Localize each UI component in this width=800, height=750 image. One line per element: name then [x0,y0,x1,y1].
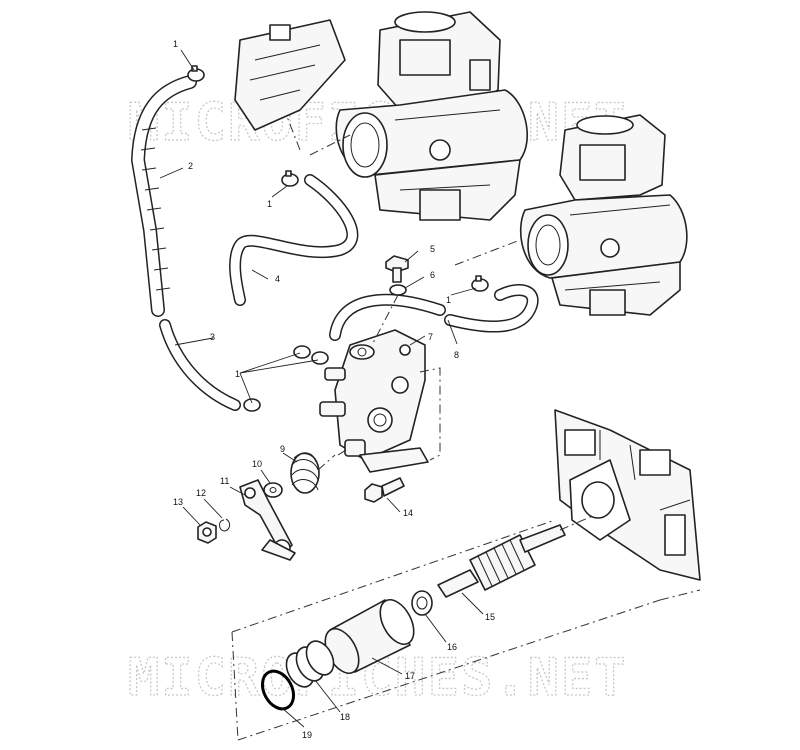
fuel-line-loop [229,174,359,306]
callout-19: 19 [302,730,312,740]
cylinder-head-partial [234,19,346,131]
spring [285,640,335,688]
dash-line [371,294,399,346]
fuel-line-lower [159,319,241,411]
washer [389,284,407,296]
dash-line [309,134,351,156]
hose-clamp [293,345,311,359]
dash-line [559,514,596,531]
hose-clamp [311,351,329,365]
callout-4: 4 [275,274,280,284]
carburetor-lower [519,114,688,316]
hose-clamp [243,398,261,412]
callout-9: 9 [280,444,285,454]
hose-clamp [281,170,299,187]
callout-15: 15 [485,612,495,622]
callout-13: 13 [173,497,183,507]
bushing [324,599,415,674]
fuel-line-right [329,284,539,341]
drive-gear-shaft [437,524,566,598]
oil-pump [319,329,429,473]
return-spring [290,452,336,494]
fuel-line-long [130,75,197,317]
callout-10: 10 [252,459,262,469]
washer [263,482,283,498]
carburetor-upper [335,11,528,221]
callout-12: 12 [196,488,206,498]
nut [197,521,217,544]
crankcase-partial [554,409,701,581]
callout-11: 11 [220,476,229,486]
callout-8: 8 [454,350,459,360]
callout-1: 1 [235,369,240,379]
mounting-bolt [364,477,405,503]
o-ring [260,669,296,711]
dash-line [419,367,441,461]
callout-1: 1 [267,199,272,209]
callout-14: 14 [403,508,413,518]
callout-1: 1 [173,39,178,49]
thrust-washer [411,590,433,616]
callout-16: 16 [447,642,457,652]
callout-2: 2 [188,161,193,171]
banjo-screw [385,255,409,283]
callout-1: 1 [446,295,451,305]
callout-5: 5 [430,244,435,254]
leader-lines [159,49,484,728]
hose-clamp [187,65,205,82]
callout-6: 6 [430,270,435,280]
callout-18: 18 [340,712,350,722]
callout-7: 7 [428,332,433,342]
callout-3: 3 [210,332,215,342]
dash-line [454,239,521,266]
lock-washer [219,518,231,532]
callout-17: 17 [405,671,415,681]
pump-lever [239,479,296,561]
